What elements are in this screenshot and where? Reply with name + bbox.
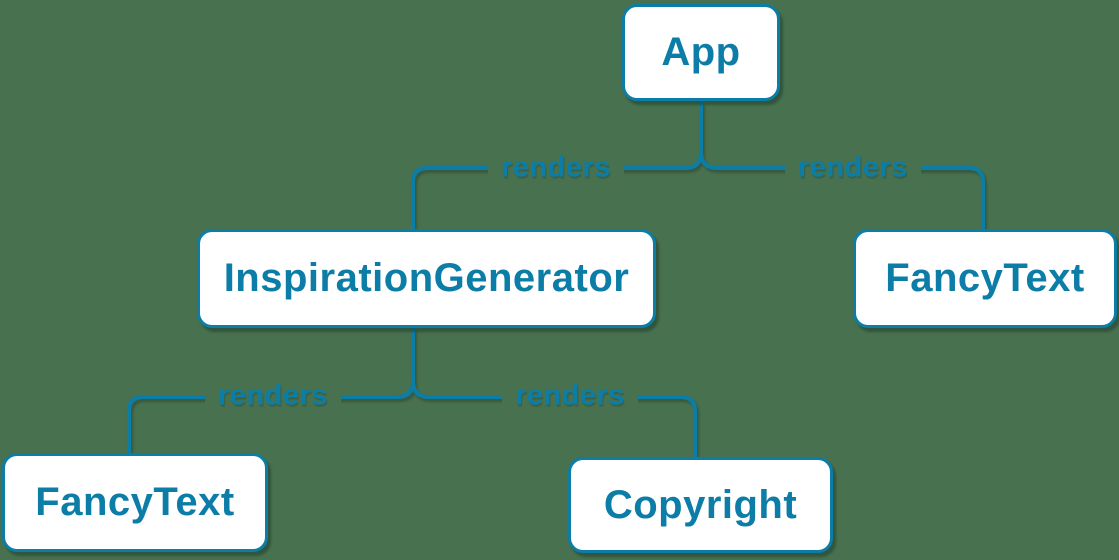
edge-label-renders: renders <box>488 151 624 185</box>
component-node-label: FancyText <box>885 256 1085 300</box>
edge-label-renders: renders <box>502 379 638 413</box>
component-node-fancy-text-left: FancyText <box>2 453 268 552</box>
component-node-label: Copyright <box>603 482 798 527</box>
component-node-app: App <box>622 4 780 101</box>
component-node-inspiration-generator: InspirationGenerator <box>197 229 656 328</box>
component-node-copyright: Copyright <box>568 457 833 553</box>
edge-label-renders: renders <box>205 379 341 413</box>
component-node-label: InspirationGenerator <box>223 256 630 300</box>
component-node-label: App <box>661 30 741 74</box>
edge-label-renders: renders <box>785 151 921 185</box>
component-node-label: FancyText <box>35 480 235 524</box>
component-node-fancy-text-right: FancyText <box>853 229 1117 328</box>
